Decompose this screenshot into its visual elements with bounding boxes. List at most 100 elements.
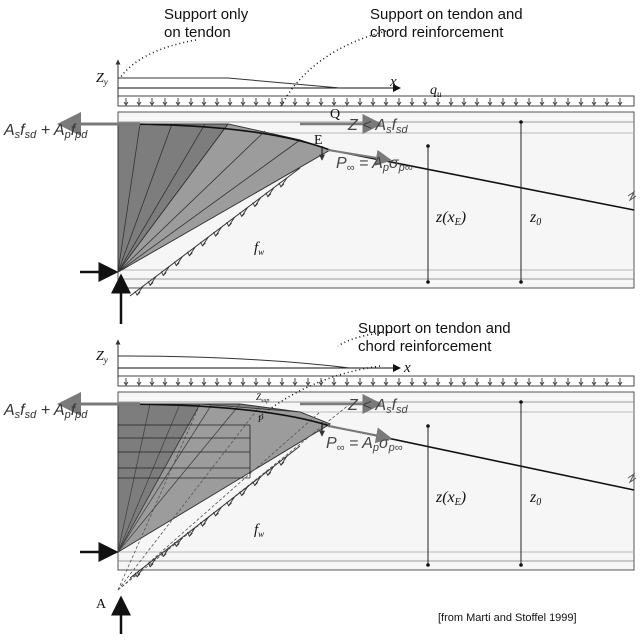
zsup-label: Zsup xyxy=(256,392,269,404)
load-tick-head xyxy=(474,381,480,386)
fw-tick-head xyxy=(173,261,180,267)
load-tick-head xyxy=(370,381,376,386)
load-tick-head xyxy=(604,101,610,106)
fw-tick-head xyxy=(213,231,219,237)
load-tick-head xyxy=(240,381,246,386)
load-tick-head xyxy=(487,101,493,106)
load-tick-head xyxy=(279,381,285,386)
load-tick-head xyxy=(214,101,220,106)
support-only-line1: Support only xyxy=(164,6,249,23)
fw-tick-head xyxy=(252,481,259,487)
load-tick-head xyxy=(526,101,532,106)
fw-tick-head xyxy=(160,552,167,558)
load-tick-head xyxy=(526,381,532,386)
load-tick-head xyxy=(409,381,415,386)
load-tick-head xyxy=(331,101,337,106)
load-tick-head xyxy=(513,101,519,106)
load-tick-head xyxy=(552,101,558,106)
fw-tick-head xyxy=(160,271,167,277)
support-chord-top-line2: chord reinforcement xyxy=(370,24,504,41)
load-tick-head xyxy=(344,101,350,106)
p-small-label: P xyxy=(257,414,264,424)
load-tick-head xyxy=(123,381,129,386)
load-tick-head xyxy=(253,101,259,106)
fw-tick-head xyxy=(278,460,285,466)
load-tick-head xyxy=(435,101,441,106)
load-tick-head xyxy=(266,381,272,386)
load-tick-head xyxy=(331,381,337,386)
load-tick-head xyxy=(162,381,168,386)
load-tick-head xyxy=(318,101,324,106)
bottom-right-force-label: Z < Asfsd xyxy=(347,397,409,416)
load-tick-head xyxy=(448,381,454,386)
load-tick-head xyxy=(344,381,350,386)
top-z-xe-label: z(xE) xyxy=(435,209,466,228)
qu-label: qu xyxy=(430,83,442,99)
fw-tick-head xyxy=(239,491,246,497)
q-label: Q xyxy=(330,107,340,122)
load-tick-head xyxy=(370,101,376,106)
fw-tick-head xyxy=(134,290,141,296)
top-pinf-label: P∞ = Apσp∞ xyxy=(336,155,413,174)
load-tick-head xyxy=(396,381,402,386)
load-tick-head xyxy=(136,101,142,106)
load-tick-head xyxy=(539,381,545,386)
load-tick-head xyxy=(565,101,571,106)
fw-tick-head xyxy=(239,212,246,218)
fw-tick-head xyxy=(213,511,219,517)
load-tick-head xyxy=(175,101,181,106)
load-tick-head xyxy=(500,381,506,386)
load-tick-head xyxy=(422,381,428,386)
support-chord-bottom-line1: Support on tendon and xyxy=(358,320,511,337)
load-tick-head xyxy=(474,101,480,106)
bottom-fw-label: fw xyxy=(254,522,264,539)
load-tick-head xyxy=(591,101,597,106)
load-tick-head xyxy=(448,101,454,106)
load-tick-head xyxy=(162,101,168,106)
load-tick-head xyxy=(292,381,298,386)
load-tick-head xyxy=(383,101,389,106)
fw-tick-head xyxy=(265,471,272,477)
load-tick-head xyxy=(383,381,389,386)
load-tick-head xyxy=(214,381,220,386)
top-zy-label: Zy xyxy=(96,71,108,87)
bottom-load-band xyxy=(117,375,635,387)
load-tick-head xyxy=(435,381,441,386)
load-tick-head xyxy=(604,381,610,386)
fw-tick-head xyxy=(265,192,272,198)
load-tick-head xyxy=(227,381,233,386)
citation: [from Marti and Stoffel 1999] xyxy=(438,612,577,624)
load-tick-head xyxy=(617,101,623,106)
load-tick-head xyxy=(500,101,506,106)
support-chord-top-line1: Support on tendon and xyxy=(370,6,523,23)
fw-tick-head xyxy=(200,521,206,527)
fw-tick-head xyxy=(252,202,259,208)
load-tick-head xyxy=(409,101,415,106)
load-tick-head xyxy=(565,381,571,386)
fw-tick-head xyxy=(226,501,232,507)
top-load-band xyxy=(117,95,635,107)
fw-tick-head xyxy=(173,542,180,548)
load-tick-head xyxy=(292,101,298,106)
load-tick-head xyxy=(487,381,493,386)
fw-tick-head xyxy=(147,281,154,287)
support-only-tendon-note: Support only on tendon xyxy=(164,6,248,42)
bottom-a-label: A xyxy=(96,597,107,612)
load-tick-head xyxy=(266,101,272,106)
load-tick-head xyxy=(461,381,467,386)
load-tick-head xyxy=(591,381,597,386)
bottom-diagram xyxy=(57,331,637,634)
load-tick-head xyxy=(357,101,363,106)
load-tick-head xyxy=(305,381,311,386)
fw-tick-head xyxy=(278,182,285,188)
top-a-label: A xyxy=(99,265,110,280)
load-tick-head xyxy=(422,101,428,106)
load-tick-head xyxy=(578,381,584,386)
bottom-x-label: x xyxy=(403,360,411,376)
load-tick-head xyxy=(227,101,233,106)
top-x-label: x xyxy=(389,74,397,90)
load-tick-head xyxy=(253,381,259,386)
load-tick-head xyxy=(240,101,246,106)
support-chord-bottom-line2: chord reinforcement xyxy=(358,338,492,355)
